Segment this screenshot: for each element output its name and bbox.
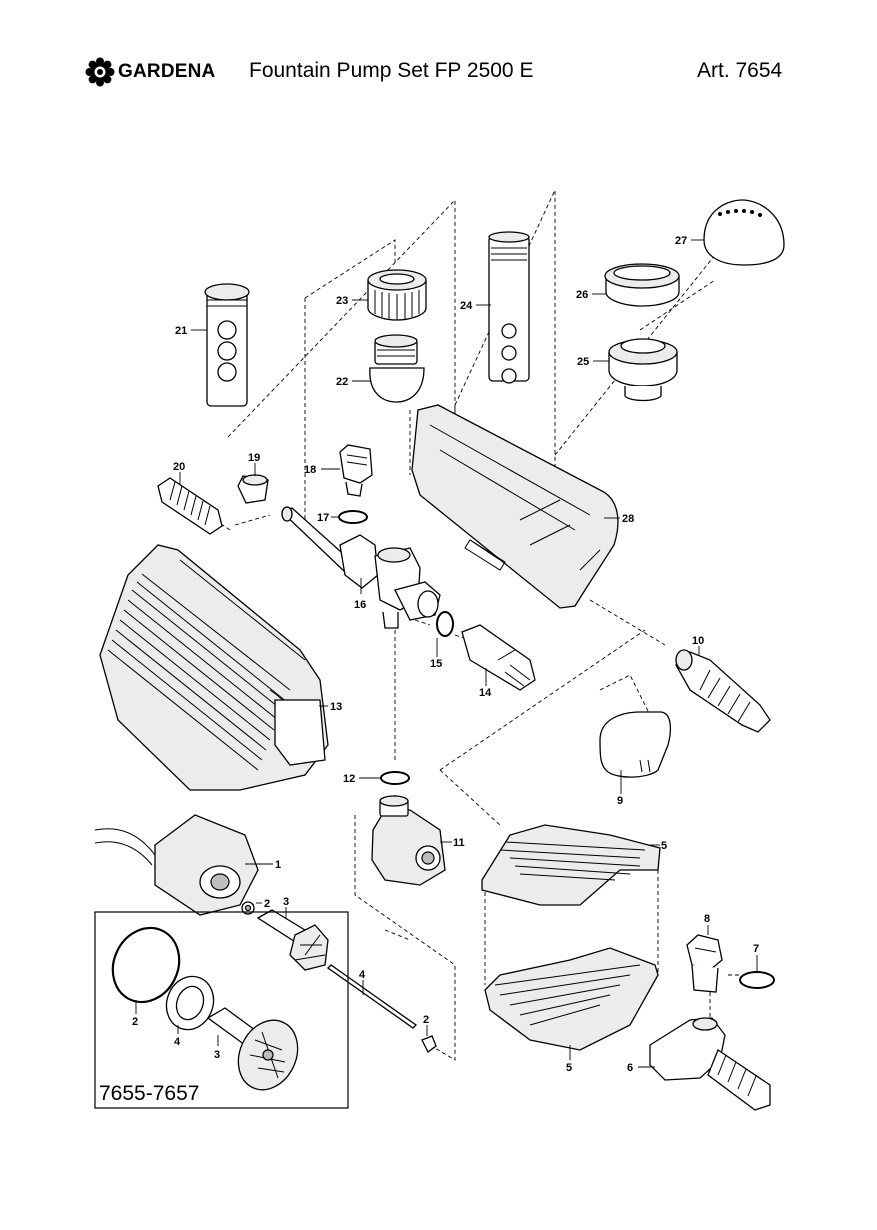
- part-10-hose-connector[interactable]: [675, 649, 771, 733]
- label-24: 24: [460, 300, 473, 312]
- part-18-regulating-valve[interactable]: [339, 444, 373, 497]
- part-3-rotor[interactable]: [256, 909, 329, 971]
- label-16: 16: [354, 599, 366, 611]
- label-5-lower: 5: [566, 1062, 572, 1074]
- part-20-hose-connector[interactable]: [157, 477, 223, 535]
- label-13: 13: [330, 701, 342, 713]
- part-16-distributor[interactable]: [280, 506, 441, 629]
- brand-name: GARDENA: [118, 61, 216, 82]
- kit-label-4: 4: [174, 1036, 181, 1048]
- brand-logo: GARDENA: [85, 55, 215, 89]
- label-23: 23: [336, 295, 348, 307]
- gardena-flower-logo-icon: [85, 57, 115, 87]
- kit-number: 7655-7657: [99, 1082, 199, 1105]
- assembly-guide-lines: [214, 189, 742, 1061]
- label-22: 22: [336, 376, 348, 388]
- label-26: 26: [576, 289, 588, 301]
- kit-label-2: 2: [132, 1016, 138, 1028]
- part-23-union-nut[interactable]: [367, 269, 427, 321]
- label-17: 17: [317, 512, 329, 524]
- leader-lines: [135, 239, 758, 1068]
- label-14: 14: [479, 687, 492, 699]
- part-12-o-ring[interactable]: [380, 771, 410, 785]
- page-title: Fountain Pump Set FP 2500 E: [249, 59, 534, 82]
- label-3: 3: [283, 896, 289, 908]
- part-11-pump-unit[interactable]: [371, 795, 446, 886]
- part-13-filter-housing[interactable]: [99, 544, 329, 791]
- label-9: 9: [617, 795, 623, 807]
- label-20: 20: [173, 461, 185, 473]
- label-19: 19: [248, 452, 260, 464]
- label-6: 6: [627, 1062, 633, 1074]
- label-28: 28: [622, 513, 634, 525]
- label-2-bottom: 2: [423, 1014, 429, 1026]
- label-12: 12: [343, 773, 355, 785]
- part-25-nozzle-base[interactable]: [608, 338, 678, 402]
- part-4-shaft[interactable]: [326, 964, 418, 1029]
- label-8: 8: [704, 913, 710, 925]
- label-7: 7: [753, 943, 759, 955]
- label-1: 1: [275, 859, 281, 871]
- part-14-plug[interactable]: [461, 624, 536, 691]
- kit-part-3-impeller[interactable]: [206, 1007, 309, 1099]
- part-labels: 27 26 25 24 23 22 21 28 20 19 18 17 16 1…: [99, 235, 759, 1105]
- part-6-outlet-connector[interactable]: [649, 1017, 771, 1111]
- part-2-bushing-top[interactable]: [241, 901, 255, 915]
- label-18: 18: [304, 464, 316, 476]
- part-1-motor-unit[interactable]: [94, 814, 259, 916]
- kit-part-4-washer[interactable]: [159, 970, 221, 1036]
- kit-part-2-o-ring[interactable]: [101, 917, 191, 1013]
- part-9-cover-plate[interactable]: [599, 711, 672, 778]
- kit-box: [94, 911, 349, 1109]
- part-2-bushing-bottom[interactable]: [421, 1035, 437, 1053]
- part-26-nozzle-insert[interactable]: [604, 263, 680, 307]
- label-2-top: 2: [264, 898, 270, 910]
- label-5-upper: 5: [661, 840, 667, 852]
- label-10: 10: [692, 635, 704, 647]
- label-25: 25: [577, 356, 589, 368]
- part-5-filter-cover-upper[interactable]: [481, 824, 661, 906]
- part-5-filter-tray-lower[interactable]: [484, 947, 659, 1051]
- label-27: 27: [675, 235, 687, 247]
- label-4: 4: [359, 969, 366, 981]
- part-24-extension-tube[interactable]: [488, 231, 530, 384]
- part-7-o-ring[interactable]: [739, 971, 775, 989]
- part-27-dome-cap[interactable]: [703, 199, 785, 266]
- part-19-adapter[interactable]: [237, 474, 269, 504]
- part-17-o-ring[interactable]: [338, 510, 368, 524]
- part-22-ball-joint[interactable]: [369, 334, 425, 403]
- label-15: 15: [430, 658, 442, 670]
- label-11: 11: [453, 837, 465, 849]
- label-21: 21: [175, 325, 187, 337]
- part-8-valve[interactable]: [686, 934, 723, 993]
- article-number: Art. 7654: [697, 59, 783, 82]
- kit-label-3: 3: [214, 1049, 220, 1061]
- page-header: GARDENA Fountain Pump Set FP 2500 E Art.…: [0, 0, 877, 110]
- part-15-o-ring[interactable]: [436, 611, 454, 637]
- part-21-nozzle-tube[interactable]: [204, 283, 250, 407]
- part-28-housing-cover[interactable]: [411, 404, 619, 609]
